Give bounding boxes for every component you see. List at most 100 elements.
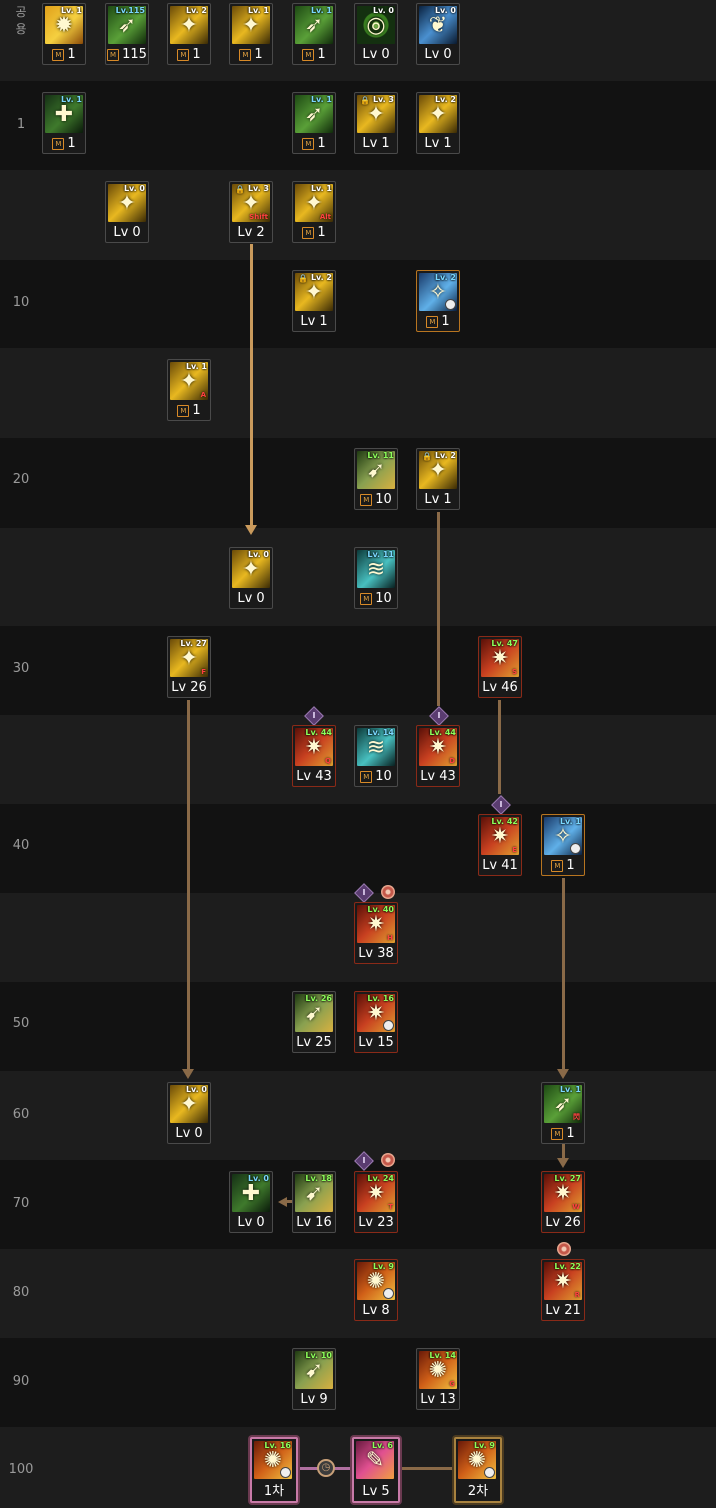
skill-slot[interactable]: ✦🔒Lv. 3 Lv 1 [354,92,398,154]
skill-level-readout: Lv 1 [355,135,397,153]
skill-glyph-icon: ≋ [366,556,386,582]
skill-icon: ✦🔒Lv. 3 [357,95,395,133]
cooldown-clock-icon [383,1020,394,1031]
skill-level-value: 1 [67,47,76,62]
skill-level-value: Lv 0 [362,47,390,62]
skill-hotkey: W [572,1203,580,1211]
skill-level-tag: Lv. 9 [473,1441,495,1450]
row-label-90: 90 [12,1374,30,1389]
lock-icon: 🔒 [298,274,308,283]
row-band-10 [0,260,716,348]
skill-glyph-icon: ✷ [490,823,510,849]
skill-level-value: Lv 43 [296,769,332,784]
skill-icon: ➶Lv. 1 [295,6,333,44]
skill-glyph-icon: ❦ [428,12,448,38]
skill-glyph-icon: ✷ [366,1180,386,1206]
skill-level-tag: Lv. 18 [305,1174,332,1183]
skill-level-value: Lv 0 [113,225,141,240]
skill-icon: ✷Lv. 16 [357,994,395,1032]
skill-level-value: Lv 1 [362,136,390,151]
row-label-40: 40 [12,838,30,853]
skill-level-readout: Lv 41 [479,857,521,875]
row-label-10: 10 [12,295,30,310]
skill-glyph-icon: ✺ [263,1447,283,1473]
master-badge-icon: M [302,48,315,61]
skill-level-readout: Lv 23 [355,1214,397,1232]
skill-level-tag: Lv. 1 [60,95,82,104]
connector-line [187,700,190,1070]
skill-level-value: Lv 26 [171,680,207,695]
skill-glyph-icon: ◎ [366,12,386,38]
skill-level-readout: Lv 0 [417,46,459,64]
skill-glyph-icon: ➶ [117,12,137,38]
skill-level-tag: Lv. 47 [491,639,518,648]
skill-level-value: Lv 26 [545,1215,581,1230]
skill-icon: ✦Lv. 2 [419,95,457,133]
skill-glyph-icon: ➹ [366,457,386,483]
master-badge-icon: M [426,315,439,328]
skill-level-tag: Lv. 2 [310,273,332,282]
connector-line [437,512,440,706]
skill-level-tag: Lv. 26 [305,994,332,1003]
skill-glyph-icon: ✷ [366,1000,386,1026]
skill-level-value: Lv 9 [300,1392,328,1407]
cooldown-clock-icon [484,1467,495,1478]
skill-icon: ➹Lv. 26 [295,994,333,1032]
skill-icon: ✺Lv. 9 [357,1262,395,1300]
row-band-15 [0,348,716,438]
skill-icon: ✺Lv. 9 [458,1441,496,1479]
skill-level-value: 1 [254,47,263,62]
